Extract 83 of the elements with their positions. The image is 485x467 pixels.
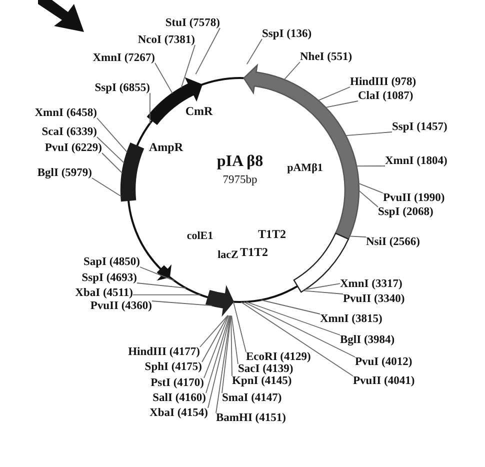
gene-label: AmpR [149,140,183,154]
leader-line [246,301,340,336]
gene-label: CmR [185,104,213,118]
leader-line [231,315,238,364]
leader-line [358,182,384,194]
restriction-site-label: PvuI (6229) [44,141,102,155]
leader-line [240,302,354,376]
leader-line [304,283,340,290]
leader-line [208,315,231,408]
restriction-site-label: PvuI (4012) [355,355,412,369]
restriction-site-label: SapI (4850) [83,255,140,269]
restriction-site-label: PstI (4170) [150,376,204,390]
leader-line [318,86,350,101]
restriction-site-label: SspI (6855) [94,81,150,95]
restriction-site-label: NheI (551) [300,50,352,64]
restriction-site-label: SacI (4139) [238,362,294,376]
restriction-site-label: SspI (4693) [82,271,137,285]
restriction-site-label: PvuII (4041) [353,374,415,388]
leader-line [204,315,229,378]
restriction-site-label: SalI (4160) [152,391,206,405]
restriction-site-label: HindIII (978) [350,75,416,89]
leader-line [356,166,386,167]
restriction-site-label: XbaI (4154) [150,406,208,420]
leader-line [206,315,230,394]
leader-line [222,315,232,394]
gene-label: T1T2 [258,227,286,241]
plasmid-size: 7975bp [222,174,258,187]
leader-line [216,315,231,414]
leader-line [96,136,125,164]
restriction-site-label: ClaI (1087) [358,89,414,103]
gene-label: T1T2 [240,245,268,259]
leader-line [260,300,320,314]
leader-line [180,44,196,88]
restriction-site-label: BglI (5979) [37,166,92,180]
restriction-site-label: SphI (4175) [144,360,202,374]
leader-line [246,38,262,65]
restriction-site-label: XmnI (7267) [92,51,155,65]
leader-line [140,266,175,282]
restriction-site-label: BglI (3984) [340,333,395,347]
restriction-site-label: StuI (7578) [165,16,220,30]
leader-line [325,100,358,108]
leader-line [345,132,392,136]
restriction-site-label: SspI (1457) [392,120,448,134]
leader-line [149,92,150,124]
leader-line [232,301,246,352]
restriction-site-label: SspI (2068) [378,205,434,219]
restriction-site-label: BamHI (4151) [216,411,286,425]
plasmid-name: pIA β8 [216,153,264,171]
leader-line [202,314,228,362]
leader-line [154,62,173,94]
leader-line [303,290,344,294]
leader-line [132,294,201,296]
restriction-site-label: PvuII (1990) [383,191,445,205]
leader-line [136,282,186,289]
gene-label: colE1 [186,229,214,243]
leader-line [358,190,378,208]
gene-label: lacZ [218,248,238,262]
restriction-site-label: XbaI (4511) [75,286,133,300]
restriction-site-label: NsiI (2566) [366,235,420,249]
restriction-site-label: PvuII (3340) [343,292,405,306]
leader-line [200,314,228,348]
leader-line [230,315,232,376]
leader-line [92,178,122,197]
restriction-site-label: XmnI (3815) [320,312,382,326]
leader-line [152,300,212,306]
restriction-site-label: EcoRI (4129) [246,350,311,364]
restriction-site-label: XmnI (1804) [385,154,448,168]
gene-label: pAMβ1 [287,161,323,175]
leader-line [243,301,356,358]
leader-line [195,28,220,75]
restriction-site-label: PvuII (4360) [90,299,152,313]
leader-line [349,236,366,238]
restriction-site-label: ScaI (6339) [42,125,97,139]
restriction-site-label: XmnI (3317) [340,277,402,291]
leader-line [284,62,300,80]
restriction-site-label: KpnI (4145) [232,374,292,388]
restriction-site-label: HindIII (4177) [128,345,200,359]
restriction-site-label: SspI (136) [262,27,312,41]
leader-line [96,118,128,153]
restriction-site-label: NcoI (7381) [138,33,195,47]
restriction-site-label: XmnI (6458) [34,106,97,120]
restriction-site-label: SmaI (4147) [222,391,282,405]
leader-line [102,152,123,174]
